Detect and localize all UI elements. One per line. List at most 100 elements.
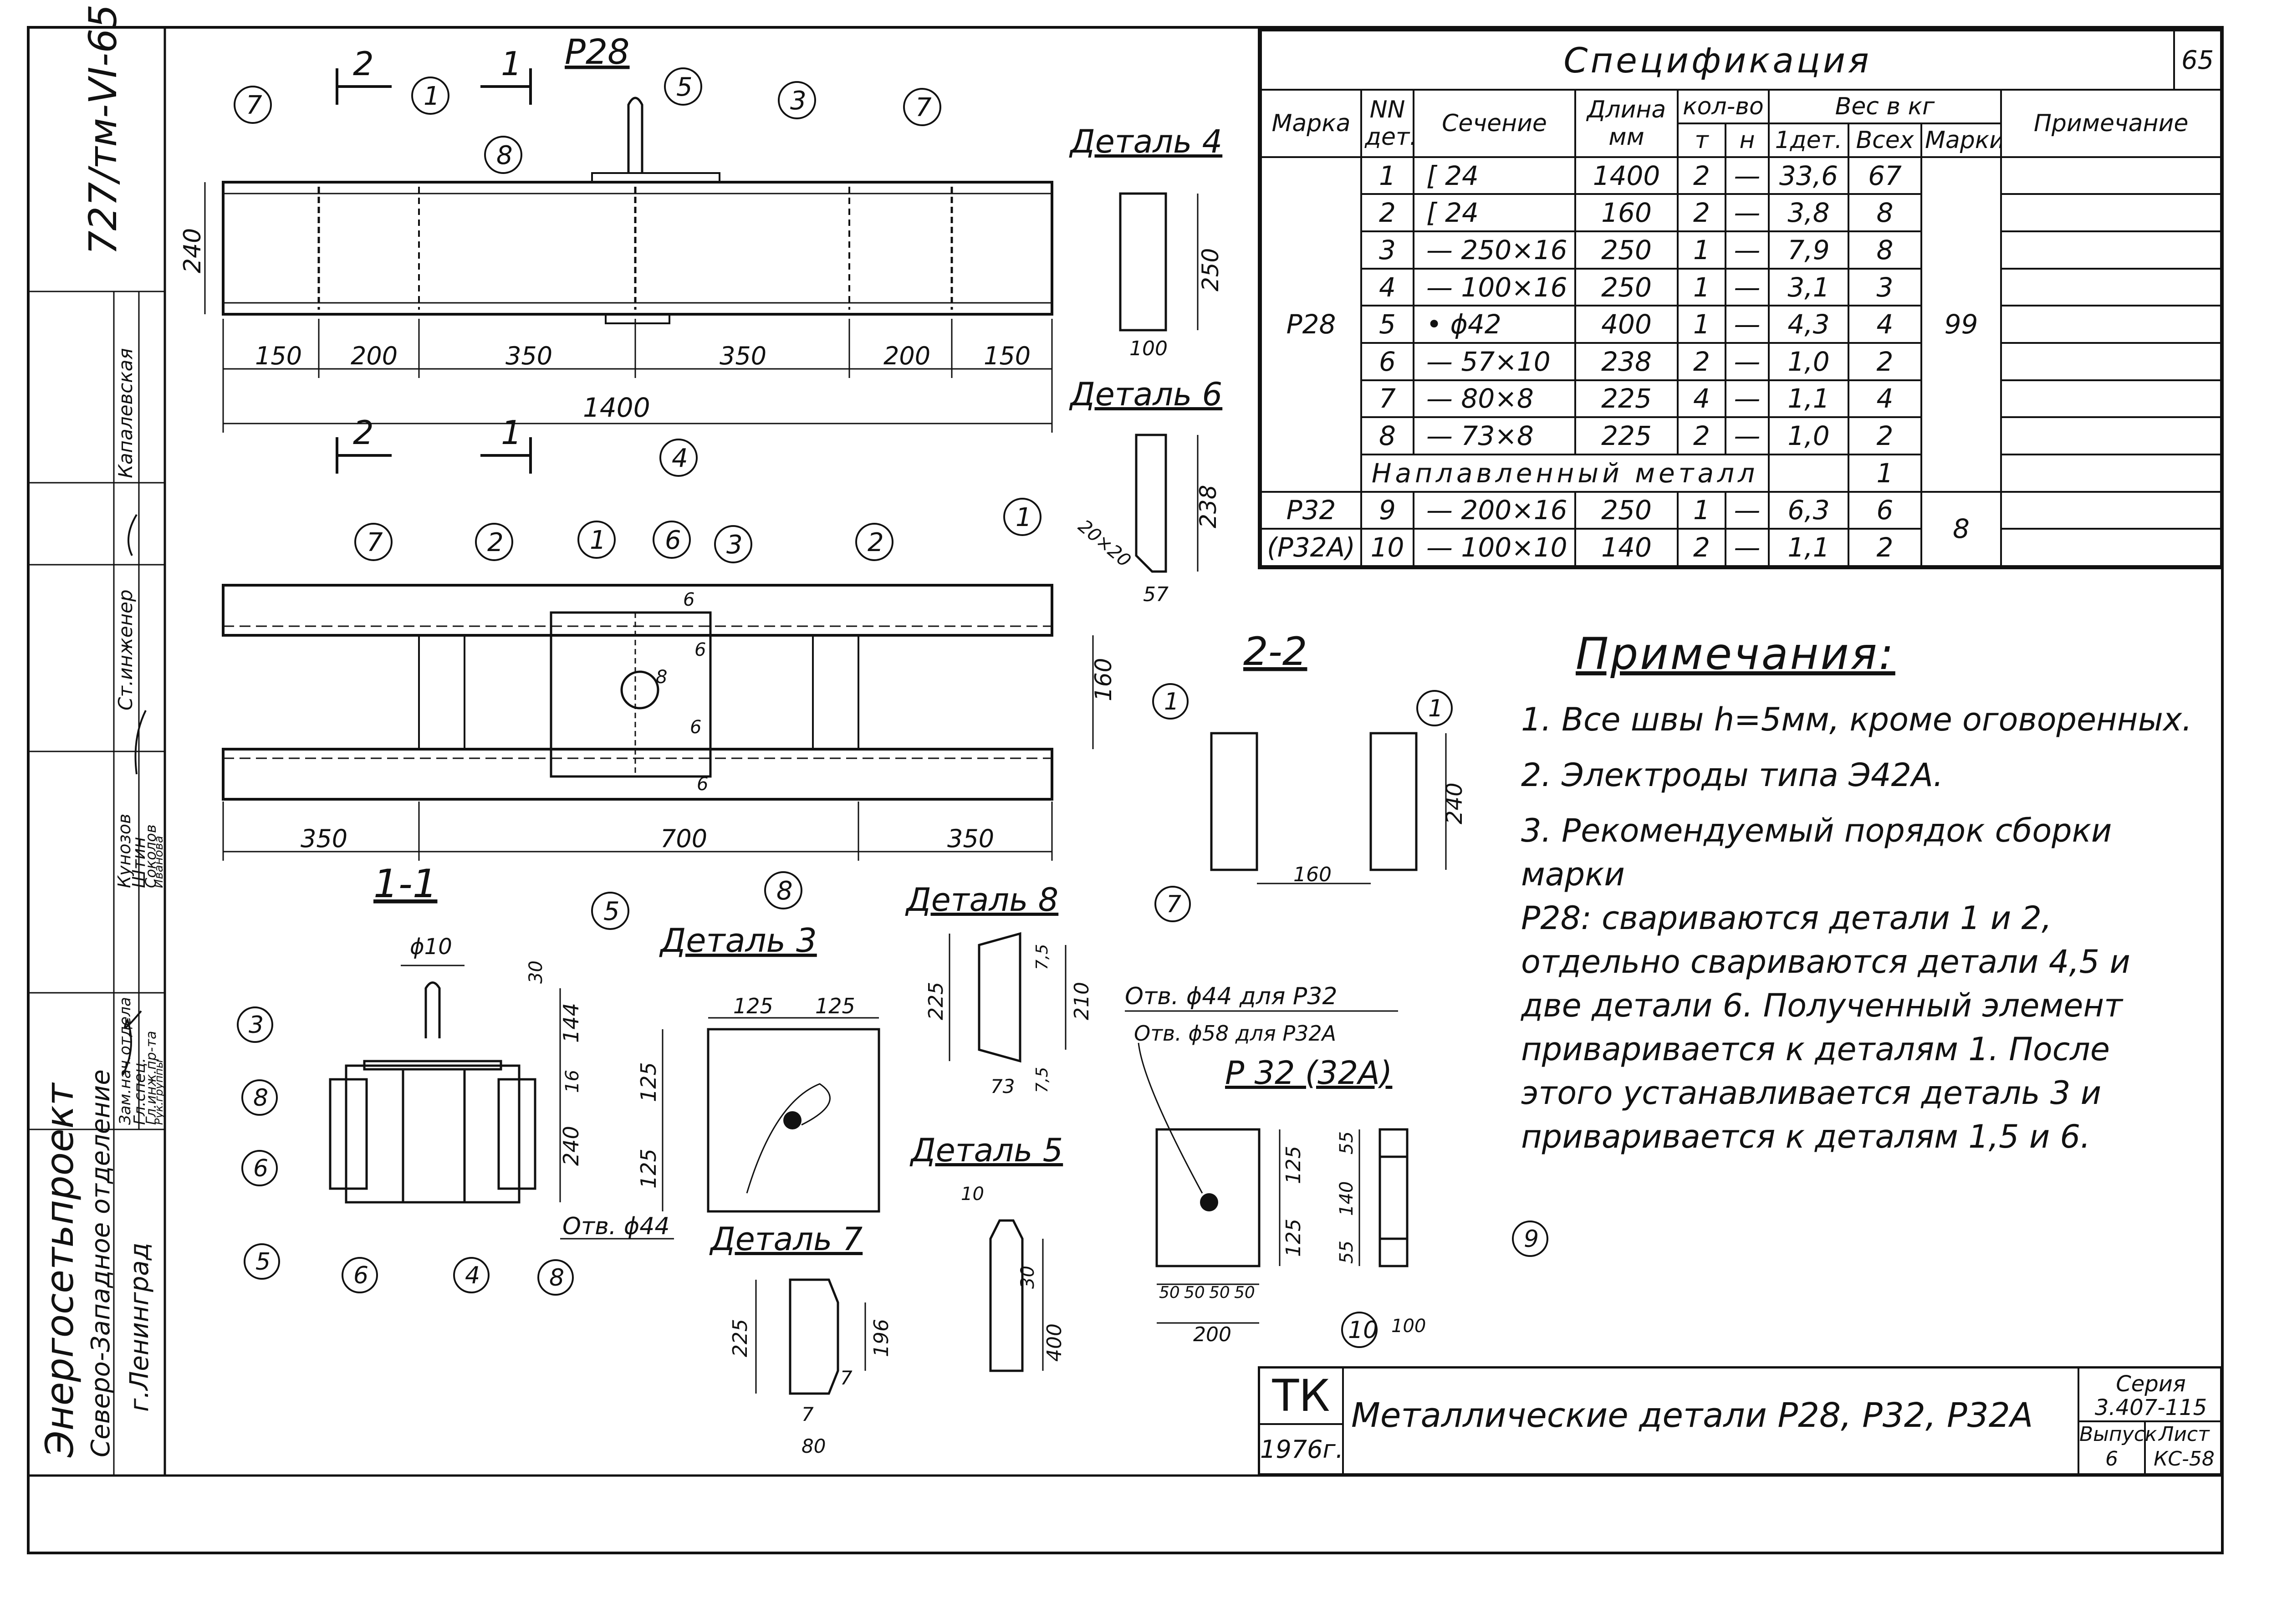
outer-frame (27, 26, 2224, 1554)
detail-6-label: Деталь 6 (1069, 376, 1222, 413)
plan-dim-700: 700 (660, 824, 707, 853)
plan-dim-160: 160 (1090, 658, 1117, 701)
s11-240: 240 (559, 1126, 583, 1166)
cell-w1: 1,1 (1768, 379, 1849, 419)
series-label: Серия (2116, 1371, 2186, 1397)
issue-value: 6 (2105, 1447, 2118, 1471)
hole-p32-label: Отв. ϕ44 для Р32 (1125, 983, 1337, 1010)
title-block: ТК 1976г. Металлические детали Р28, Р32,… (1258, 1366, 2222, 1476)
cell-sec: — 57×10 (1413, 342, 1576, 381)
cell-w1: 6,3 (1768, 490, 1849, 530)
spec-sheet-no: 65 (2173, 29, 2222, 91)
d3-125-c: 125 (636, 1062, 661, 1102)
cell-note (2000, 342, 2222, 381)
svg-text:5: 5 (255, 1248, 271, 1276)
svg-text:8: 8 (549, 1264, 564, 1292)
p32-plate (1155, 1128, 1261, 1267)
cell-len: 400 (1574, 305, 1679, 344)
cell-t: 2 (1677, 416, 1726, 455)
cell-note (2000, 156, 2222, 195)
org-branch: Северо-Западное отделение (86, 1069, 116, 1457)
d3-125-a: 125 (733, 994, 773, 1018)
cell-len: 225 (1574, 379, 1679, 419)
cell-n: 1 (1360, 156, 1414, 195)
cut-2-bottom: 2 (353, 414, 374, 452)
svg-text:1: 1 (1164, 688, 1179, 715)
cell-w1: 3,1 (1768, 267, 1849, 307)
sheet-label: Лист (2159, 1423, 2210, 1446)
p32-125-b: 125 (1282, 1219, 1305, 1257)
cell-t: 1 (1677, 230, 1726, 270)
p28-plan-view (222, 584, 1053, 801)
detail-8-shape (978, 932, 1021, 1063)
cell-t: 1 (1677, 490, 1726, 530)
dim-200-left: 200 (351, 342, 398, 370)
cell-wa: 8 (1848, 230, 1922, 270)
svg-text:9: 9 (1524, 1226, 1539, 1253)
balloons-front (234, 67, 941, 477)
svg-text:2: 2 (487, 528, 504, 557)
stamp-sheet: Лист КС-58 (2146, 1422, 2222, 1476)
cell-h: — (1725, 267, 1770, 307)
cell-h: — (1725, 490, 1770, 530)
signer-role-1: Гл.спец. (131, 1058, 149, 1125)
d7-7-a: 7 (840, 1367, 853, 1389)
svg-text:6: 6 (253, 1155, 268, 1182)
p32-125-a: 125 (1282, 1146, 1305, 1184)
d5-400: 400 (1043, 1323, 1066, 1362)
cell-w1: 1,1 (1768, 528, 1849, 567)
cell-sec: [ 24 (1413, 193, 1576, 233)
note-2: 2. Электроды типа Э42А. (1521, 756, 1944, 794)
p32-hole (1200, 1193, 1218, 1211)
cell-wa: 3 (1848, 267, 1922, 307)
cell-h: — (1725, 230, 1770, 270)
dim-1400: 1400 (583, 392, 650, 423)
hole-p32a-label: Отв. ϕ58 для Р32А (1134, 1021, 1336, 1046)
cell-wa: 4 (1848, 305, 1922, 344)
d8-73: 73 (990, 1075, 1015, 1098)
svg-text:5: 5 (603, 897, 620, 926)
dim-350-left: 350 (505, 342, 552, 370)
cut-markers (336, 68, 532, 474)
cell-wa: 6 (1848, 490, 1922, 530)
p28-front-view (222, 97, 1053, 324)
detail-3-shape (707, 1028, 880, 1213)
balloon-nums-p32: 9 10 (1348, 1226, 1539, 1344)
p32-200: 200 (1193, 1323, 1231, 1346)
svg-text:1: 1 (1428, 695, 1443, 722)
cell-t: 2 (1677, 528, 1726, 567)
signature (122, 514, 147, 1075)
org-city: г.Ленинград (125, 1243, 154, 1412)
signer-role-2: Гл.инж.пр-та (143, 1031, 159, 1125)
detail-7-label: Деталь 7 (709, 1221, 863, 1258)
mark-p32-weight: 8 (1920, 490, 2002, 567)
cell-sec: — 200×16 (1413, 490, 1576, 530)
s11-phi10: ϕ10 (410, 934, 452, 960)
signer-name-4: Капалевская (114, 348, 137, 478)
weld-6-a: 6 (683, 589, 694, 610)
svg-text:10: 10 (1348, 1317, 1378, 1344)
d4-100: 100 (1129, 337, 1168, 360)
s11-30: 30 (526, 960, 546, 984)
svg-text:5: 5 (676, 72, 693, 102)
cell-len: 160 (1574, 193, 1679, 233)
detail-4-shape (1119, 192, 1167, 332)
weld-metal-label: Наплавленный металл (1360, 453, 1770, 493)
stamp-title: Металлические детали Р28, Р32, Р32А (1351, 1396, 2033, 1435)
cut-1-bottom: 1 (501, 414, 522, 452)
cell-h: — (1725, 305, 1770, 344)
p32-55-b: 55 (1336, 1241, 1357, 1264)
mark-p32: Р32 (1260, 490, 1362, 530)
cell-w1: 4,3 (1768, 305, 1849, 344)
d7-7-b: 7 (802, 1403, 814, 1425)
d7-225: 225 (729, 1319, 752, 1357)
p32-100: 100 (1391, 1316, 1426, 1337)
dim-150-right: 150 (984, 342, 1031, 370)
stamp-issue: Выпуск 6 (2078, 1422, 2157, 1476)
cut-1-top: 1 (501, 45, 522, 83)
svg-text:1: 1 (1016, 503, 1032, 532)
cell-wa: 4 (1848, 379, 1922, 419)
cell-note (2000, 305, 2222, 344)
